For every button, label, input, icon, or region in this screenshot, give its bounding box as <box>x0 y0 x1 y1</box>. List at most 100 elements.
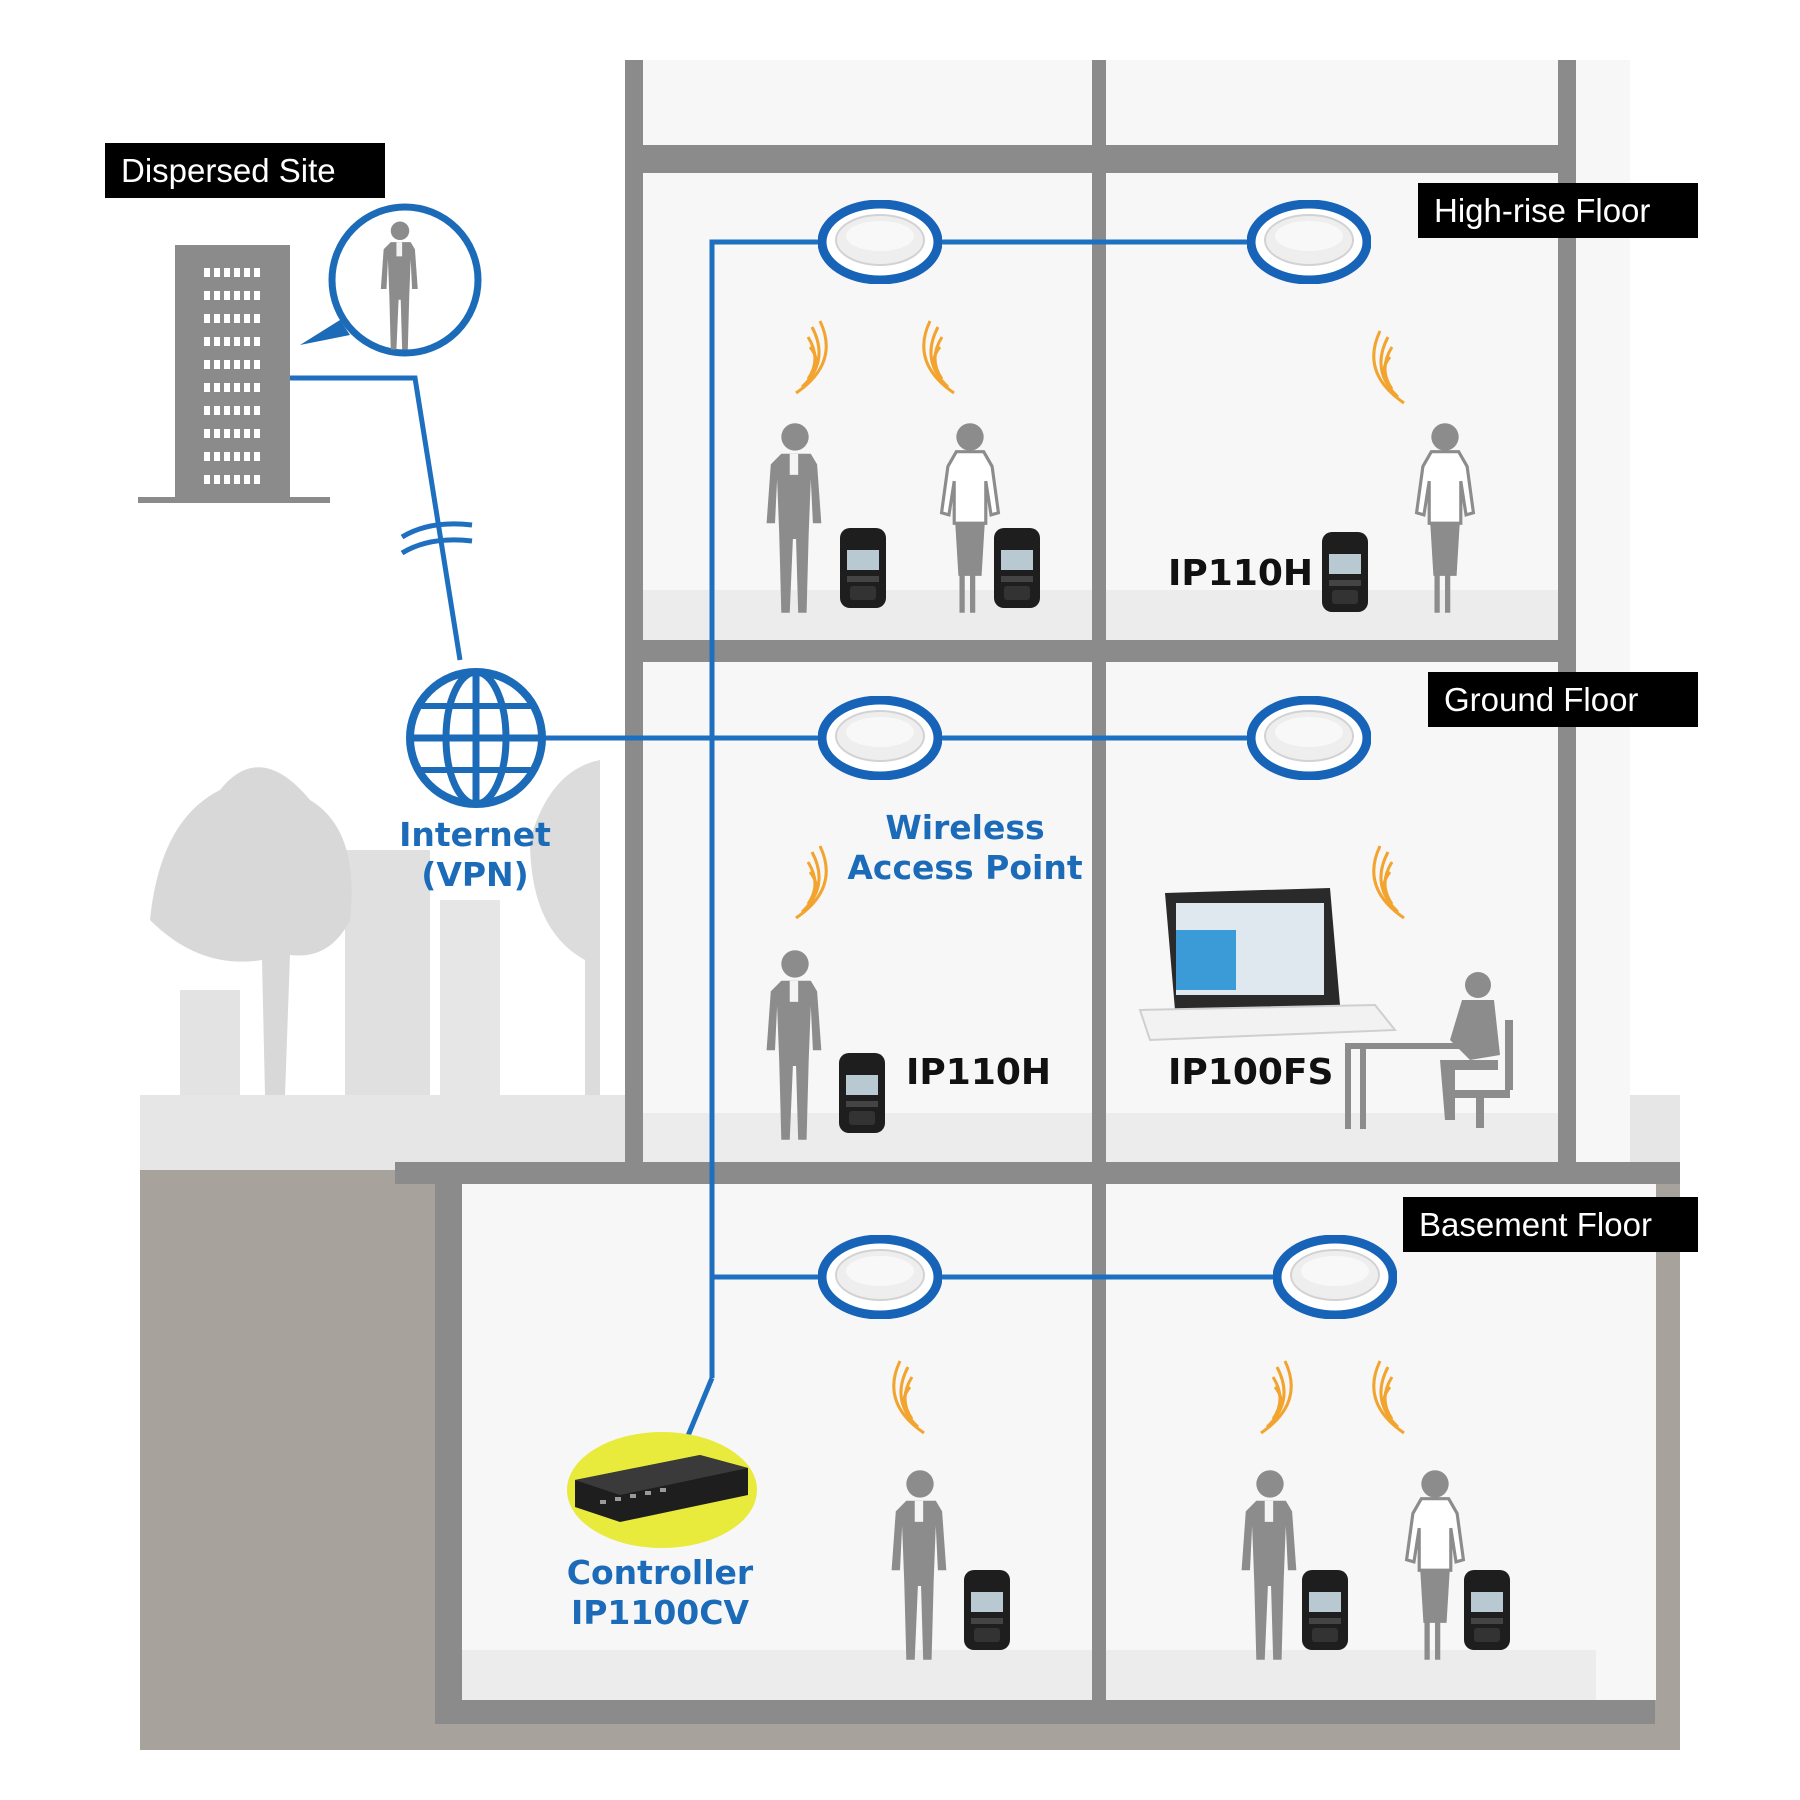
globe-icon <box>406 668 546 808</box>
internet-vpn-label: Internet (VPN) <box>380 815 570 895</box>
desk-and-seated-person <box>1345 972 1513 1129</box>
building-window <box>254 291 260 300</box>
building-window <box>234 406 240 415</box>
building-window <box>214 291 220 300</box>
building-window <box>254 383 260 392</box>
tree-icon <box>530 760 600 1095</box>
building-window <box>254 475 260 484</box>
building-window <box>254 452 260 461</box>
building-window <box>234 314 240 323</box>
building-window <box>214 383 220 392</box>
building-window <box>204 291 210 300</box>
building-window <box>204 337 210 346</box>
building-window <box>254 406 260 415</box>
building-window <box>254 314 260 323</box>
building-window <box>214 360 220 369</box>
building-window <box>244 475 250 484</box>
wap-label-line1: Wireless <box>885 808 1045 847</box>
building-window <box>234 291 240 300</box>
building-window <box>224 406 230 415</box>
controller-label-line1: Controller <box>566 1553 754 1592</box>
building-window <box>244 291 250 300</box>
controller-label-line2: IP1100CV <box>570 1593 750 1632</box>
building-window <box>244 452 250 461</box>
wireless-access-point-icon <box>1277 1239 1393 1315</box>
radio-transceiver-icon <box>1322 532 1368 612</box>
building-window <box>224 314 230 323</box>
building-window <box>244 383 250 392</box>
internet-label-line2: (VPN) <box>421 855 529 894</box>
building-window <box>224 291 230 300</box>
building-window <box>214 429 220 438</box>
building-window <box>234 360 240 369</box>
radio-transceiver-icon <box>1302 1570 1348 1650</box>
building-window <box>244 360 250 369</box>
wap-label-line2: Access Point <box>847 848 1083 887</box>
ip100fs-label: IP100FS <box>1168 1052 1334 1093</box>
building-window <box>224 383 230 392</box>
radio-transceiver-icon <box>1464 1570 1510 1650</box>
ip110h-ground-label: IP110H <box>906 1052 1052 1093</box>
building-window <box>254 429 260 438</box>
laptop-icon <box>1138 888 1398 1042</box>
radio-transceiver-icon <box>994 528 1040 608</box>
building-window <box>244 429 250 438</box>
high-rise-floor-label: High-rise Floor <box>1418 183 1698 238</box>
wireless-access-point-icon <box>822 204 938 280</box>
building-window <box>224 337 230 346</box>
building-window <box>254 268 260 277</box>
building-window <box>204 360 210 369</box>
building-window <box>214 452 220 461</box>
wireless-access-point-icon <box>822 700 938 776</box>
basement-floor-label: Basement Floor <box>1403 1197 1698 1252</box>
building-window <box>204 475 210 484</box>
building-window <box>234 383 240 392</box>
building-window <box>214 406 220 415</box>
building-window <box>244 406 250 415</box>
building-window <box>224 268 230 277</box>
tree-icon <box>150 767 352 1095</box>
wireless-access-point-icon <box>1251 700 1367 776</box>
vpn-break-icon <box>400 521 473 556</box>
building-window <box>254 337 260 346</box>
building-window <box>214 268 220 277</box>
building-window <box>204 452 210 461</box>
radio-transceiver-icon <box>839 1053 885 1133</box>
radio-transceiver-icon <box>840 528 886 608</box>
building-window <box>244 268 250 277</box>
controller-label: Controller IP1100CV <box>540 1553 780 1633</box>
ground-floor-label: Ground Floor <box>1428 672 1698 727</box>
building-window <box>204 314 210 323</box>
building-window <box>224 452 230 461</box>
building-window <box>234 337 240 346</box>
network-lines <box>290 239 1335 1456</box>
building-window <box>204 406 210 415</box>
building-window <box>254 360 260 369</box>
wireless-access-point-label: Wireless Access Point <box>845 808 1085 888</box>
building-window <box>224 429 230 438</box>
building-window <box>214 475 220 484</box>
building-window <box>234 452 240 461</box>
ip110h-high-rise-label: IP110H <box>1168 553 1314 594</box>
building-window <box>234 268 240 277</box>
radio-transceiver-icon <box>964 1570 1010 1650</box>
building-window <box>244 337 250 346</box>
building-window <box>224 475 230 484</box>
building-window <box>214 337 220 346</box>
building-window <box>244 314 250 323</box>
building-window <box>234 475 240 484</box>
wireless-access-point-icon <box>822 1239 938 1315</box>
building-window <box>214 314 220 323</box>
controller-icon <box>567 1432 757 1548</box>
building-window <box>234 429 240 438</box>
building <box>395 60 1680 1724</box>
wireless-access-point-icon <box>1251 204 1367 280</box>
building-window <box>204 268 210 277</box>
dispersed-site-label: Dispersed Site <box>105 143 385 198</box>
dispersed-site-building <box>138 245 330 503</box>
building-window <box>204 383 210 392</box>
dispersed-site-person-bubble <box>300 203 482 357</box>
building-window <box>224 360 230 369</box>
building-window <box>204 429 210 438</box>
